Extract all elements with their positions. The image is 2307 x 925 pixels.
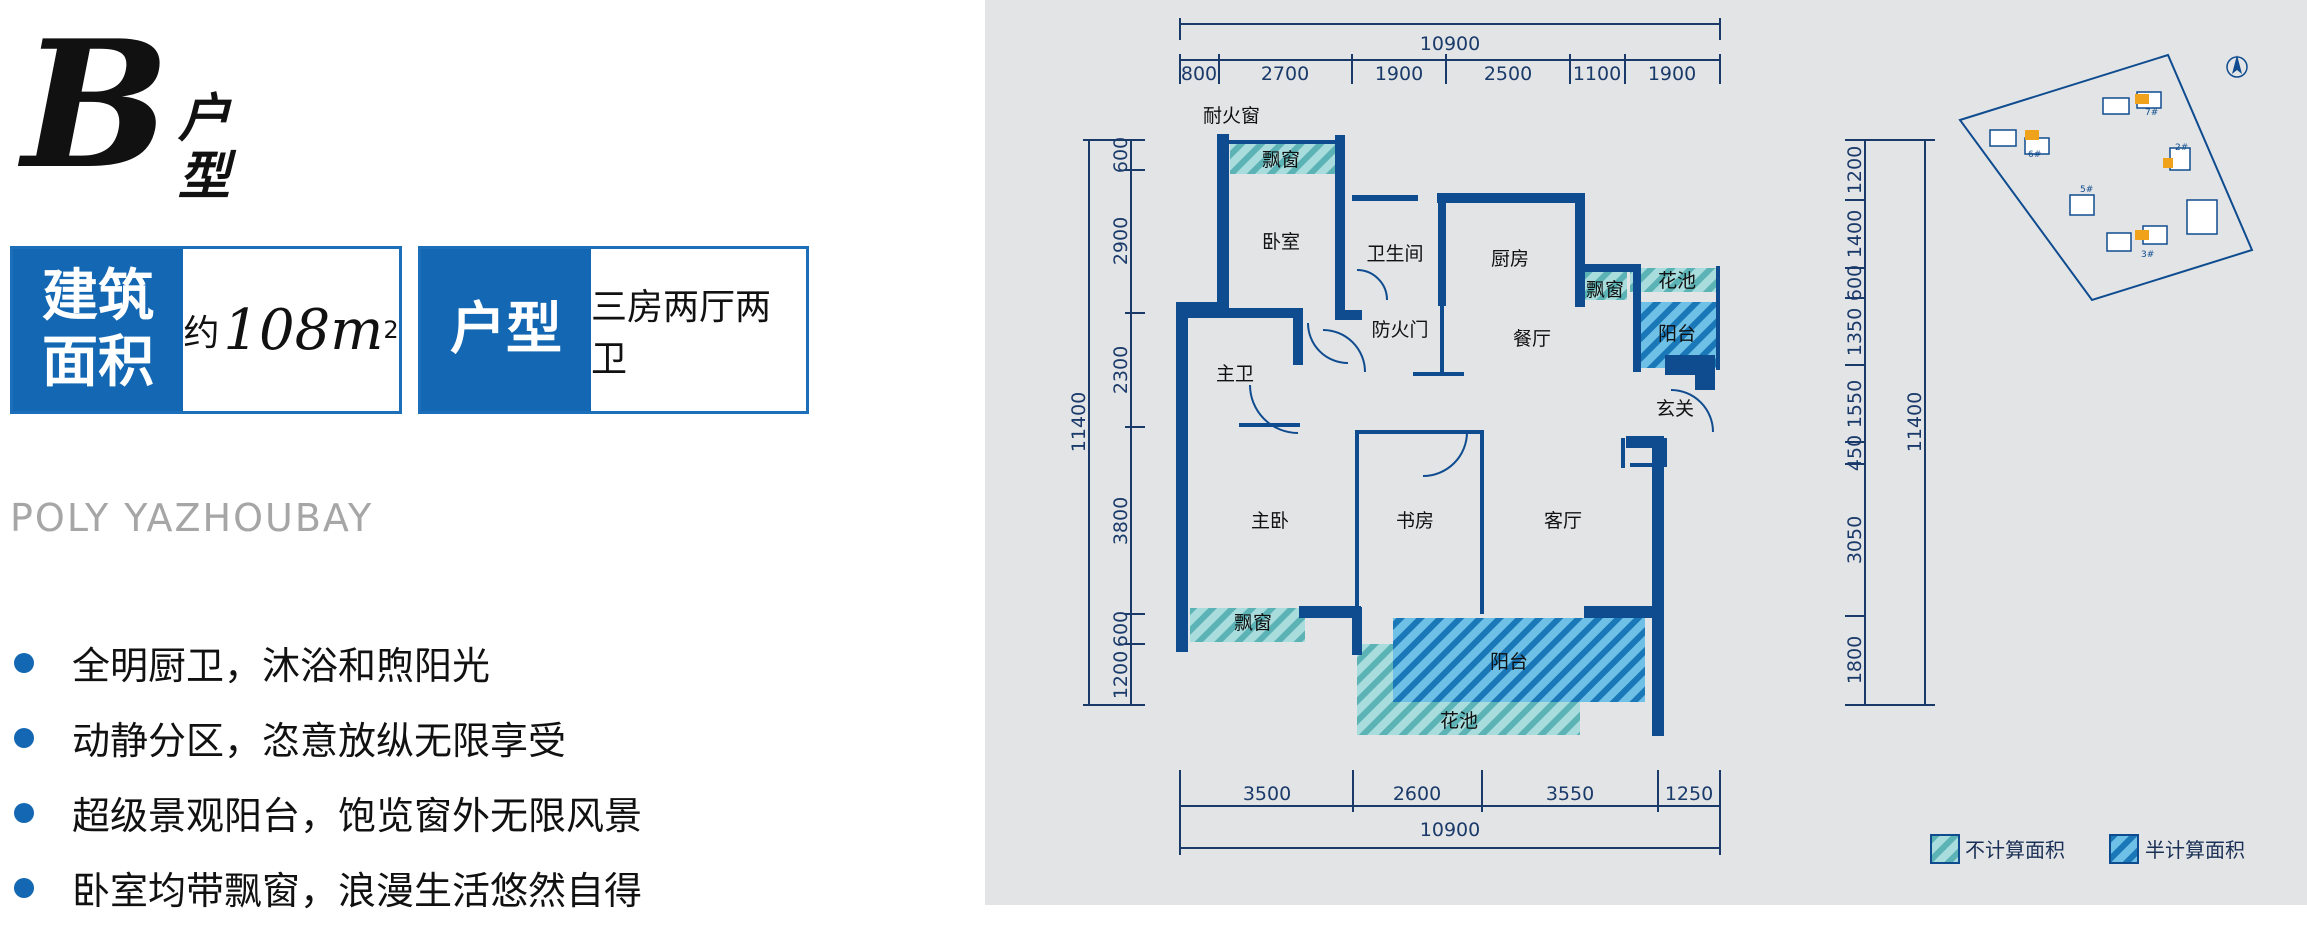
bullet-icon xyxy=(14,802,34,823)
left-total-dim: 11400 xyxy=(1068,392,1090,452)
left-dim: 2300 xyxy=(1110,346,1132,394)
unit-letter: B xyxy=(22,3,170,208)
top-dim: 2700 xyxy=(1261,63,1309,85)
right-dim: 1550 xyxy=(1844,380,1866,428)
site-building-label: 3# xyxy=(2141,250,2154,260)
type-label: 户型 xyxy=(421,249,591,411)
area-unit-sup: 2 xyxy=(383,316,399,344)
planter-top-hatch xyxy=(1630,268,1718,292)
room-planter-bottom: 花池 xyxy=(1440,710,1478,732)
area-label: 建筑 面积 xyxy=(13,249,183,411)
site-building-label: 7# xyxy=(2145,108,2158,118)
room-planter-top: 花池 xyxy=(1658,270,1696,292)
room-bedroom: 卧室 xyxy=(1262,231,1300,253)
room-study: 书房 xyxy=(1396,510,1434,532)
feature-text: 超级景观阳台，饱览窗外无限风景 xyxy=(72,794,643,838)
door-swings xyxy=(1249,269,1714,477)
feature-text: 动静分区，恣意放纵无限享受 xyxy=(72,719,567,763)
right-dim: 1800 xyxy=(1844,636,1866,684)
room-bay-window-top: 飘窗 xyxy=(1262,149,1300,171)
unit-type-word: 户型 xyxy=(178,88,231,207)
info-panel: B 户型 建筑 面积 约 108m 2 户型 三房两厅两卫 POLY YAZHO… xyxy=(0,0,985,913)
type-box: 户型 三房两厅两卫 xyxy=(418,246,809,414)
bay-window-small-hatch xyxy=(1585,272,1627,300)
balcony-big-hatch xyxy=(1393,618,1645,702)
legend-half-counted: 半计算面积 xyxy=(2145,838,2245,862)
area-prefix: 约 xyxy=(183,313,220,354)
site-building-label: 5# xyxy=(2080,185,2093,195)
top-total-dim: 10900 xyxy=(1420,33,1480,55)
type-value: 三房两厅两卫 xyxy=(591,287,772,380)
feature-item: 动静分区，恣意放纵无限享受 xyxy=(14,700,642,775)
floor-plan-panel: 10900 800 2700 1900 2500 1100 1900 3500 … xyxy=(985,0,2307,905)
floor-plan: 10900 800 2700 1900 2500 1100 1900 3500 … xyxy=(1068,18,2254,864)
right-total-dim: 11400 xyxy=(1904,392,1926,452)
feature-item: 卧室均带飘窗，浪漫生活悠然自得 xyxy=(14,850,642,925)
bottom-dim: 3550 xyxy=(1546,783,1594,805)
top-dim: 1100 xyxy=(1573,63,1621,85)
highlight-unit-marker xyxy=(2135,94,2149,104)
legend-swatch-not-counted xyxy=(1930,834,1960,864)
right-dim: 1200 xyxy=(1844,146,1866,194)
room-entrance: 玄关 xyxy=(1656,398,1694,420)
site-map: 6# 7# 2# 5# 3# xyxy=(1958,53,2254,302)
top-dim: 1900 xyxy=(1648,63,1696,85)
planter-bottom-hatch xyxy=(1357,644,1580,735)
legend-not-counted: 不计算面积 xyxy=(1965,838,2065,862)
feature-list: 全明厨卫，沐浴和煦阳光 动静分区，恣意放纵无限享受 超级景观阳台，饱览窗外无限风… xyxy=(14,625,642,925)
bottom-dim: 1250 xyxy=(1665,783,1713,805)
area-value: 约 108m 2 xyxy=(183,249,399,411)
room-living: 客厅 xyxy=(1544,510,1582,532)
room-dining: 餐厅 xyxy=(1513,328,1551,350)
feature-text: 卧室均带飘窗，浪漫生活悠然自得 xyxy=(72,869,643,913)
right-dim: 600 xyxy=(1844,265,1866,301)
left-dim: 600 xyxy=(1110,611,1132,647)
room-fire-window: 耐火窗 xyxy=(1203,105,1260,127)
site-building-label: 6# xyxy=(2028,150,2041,160)
right-dim: 1350 xyxy=(1844,308,1866,356)
room-master-bath: 主卫 xyxy=(1216,363,1254,385)
right-dim: 3050 xyxy=(1844,516,1866,564)
project-subtitle: POLY YAZHOUBAY xyxy=(10,496,374,540)
legend: 不计算面积 半计算面积 xyxy=(1930,834,2245,864)
left-dim: 1200 xyxy=(1110,651,1132,699)
bay-window-top-hatch xyxy=(1230,144,1335,174)
dimension-lines xyxy=(1083,18,1935,855)
top-dim: 2500 xyxy=(1484,63,1532,85)
right-dim: 1400 xyxy=(1844,210,1866,258)
top-dim: 1900 xyxy=(1375,63,1423,85)
bullet-icon xyxy=(14,727,34,748)
right-dim: 450 xyxy=(1844,435,1866,471)
bottom-total-dim: 10900 xyxy=(1420,819,1480,841)
room-balcony-big: 阳台 xyxy=(1490,651,1528,673)
bottom-dim: 2600 xyxy=(1393,783,1441,805)
area-box: 建筑 面积 约 108m 2 xyxy=(10,246,402,414)
left-dim: 2900 xyxy=(1110,217,1132,265)
bullet-icon xyxy=(14,877,34,898)
site-building-label: 2# xyxy=(2175,143,2188,153)
room-fire-door: 防火门 xyxy=(1371,319,1428,341)
room-bay-window-bottom: 飘窗 xyxy=(1234,612,1272,634)
highlight-unit-marker xyxy=(2025,130,2039,140)
walls xyxy=(1176,134,1720,736)
room-kitchen: 厨房 xyxy=(1491,248,1529,270)
bottom-dim: 3500 xyxy=(1243,783,1291,805)
room-balcony-small: 阳台 xyxy=(1658,323,1696,345)
left-dim: 600 xyxy=(1110,137,1132,173)
highlight-unit-marker xyxy=(2163,158,2173,168)
bay-window-bottom-hatch xyxy=(1190,608,1305,642)
feature-text: 全明厨卫，沐浴和煦阳光 xyxy=(72,644,491,688)
north-arrow-icon xyxy=(2226,55,2248,78)
feature-item: 超级景观阳台，饱览窗外无限风景 xyxy=(14,775,642,850)
room-master-bedroom: 主卧 xyxy=(1251,510,1289,532)
room-bathroom: 卫生间 xyxy=(1366,243,1423,265)
highlight-unit-marker xyxy=(2135,230,2149,240)
top-dim: 800 xyxy=(1181,63,1217,85)
area-number: 108m xyxy=(223,297,384,363)
room-bay-window-small: 飘窗 xyxy=(1586,279,1624,301)
feature-item: 全明厨卫，沐浴和煦阳光 xyxy=(14,625,642,700)
bullet-icon xyxy=(14,652,34,673)
legend-swatch-half-counted xyxy=(2109,834,2139,864)
left-dim: 3800 xyxy=(1110,497,1132,545)
